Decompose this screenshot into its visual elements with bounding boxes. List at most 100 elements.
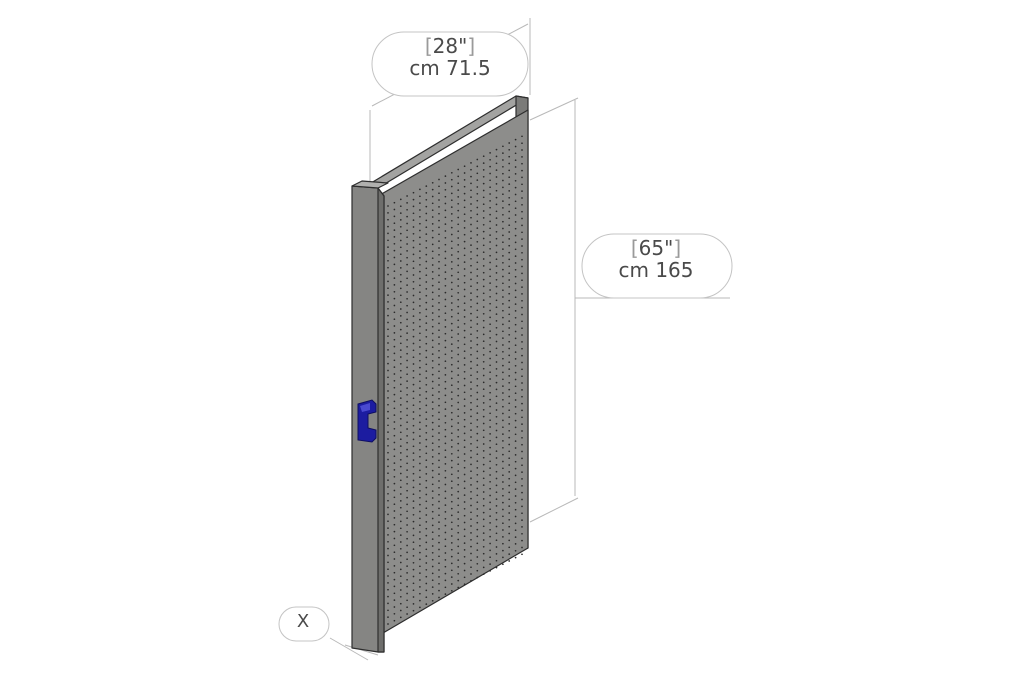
pegboard-hole bbox=[457, 237, 460, 239]
pegboard-hole bbox=[502, 200, 504, 202]
pegboard-hole bbox=[419, 195, 421, 198]
pegboard-hole bbox=[457, 442, 460, 445]
pegboard-hole bbox=[495, 217, 498, 219]
pegboard-hole bbox=[489, 446, 491, 449]
pegboard-holes bbox=[387, 135, 523, 625]
pegboard-hole bbox=[476, 268, 479, 271]
pegboard-hole bbox=[463, 446, 466, 448]
pegboard-hole bbox=[502, 549, 504, 552]
pegboard-hole bbox=[521, 498, 523, 501]
pegboard-hole bbox=[393, 338, 396, 341]
pegboard-hole bbox=[412, 445, 415, 448]
pegboard-hole bbox=[450, 199, 453, 202]
pegboard-hole bbox=[508, 333, 511, 336]
pegboard-hole bbox=[425, 281, 428, 283]
pegboard-hole bbox=[438, 336, 440, 338]
pegboard-hole bbox=[406, 572, 408, 574]
pegboard-hole bbox=[482, 559, 485, 562]
pegboard-hole bbox=[508, 471, 511, 473]
pegboard-hole bbox=[476, 419, 479, 421]
pegboard-hole bbox=[438, 288, 440, 290]
pegboard-hole bbox=[438, 295, 440, 297]
pegboard-hole bbox=[438, 212, 440, 215]
pegboard-hole bbox=[419, 606, 421, 609]
pegboard-hole bbox=[463, 370, 466, 373]
pegboard-hole bbox=[502, 467, 504, 470]
pegboard-hole bbox=[502, 508, 504, 511]
pegboard-hole bbox=[393, 263, 396, 266]
pegboard-hole bbox=[489, 570, 491, 572]
pegboard-hole bbox=[502, 172, 504, 175]
pegboard-hole bbox=[406, 496, 408, 499]
pegboard-hole bbox=[412, 253, 415, 256]
pegboard-hole bbox=[438, 370, 440, 373]
pegboard-hole bbox=[482, 463, 485, 466]
pegboard-hole bbox=[431, 250, 434, 253]
pegboard-hole bbox=[387, 547, 389, 550]
pegboard-hole bbox=[399, 479, 402, 482]
pegboard-hole bbox=[393, 400, 396, 403]
pegboard-hole bbox=[508, 272, 511, 275]
pegboard-hole bbox=[425, 329, 428, 331]
pegboard-hole bbox=[431, 305, 434, 307]
pegboard-hole bbox=[406, 537, 408, 540]
pegboard-hole bbox=[399, 321, 402, 324]
pegboard-hole bbox=[495, 498, 498, 500]
pegboard-hole bbox=[457, 319, 460, 322]
pegboard-hole bbox=[457, 572, 460, 575]
pegboard-hole bbox=[521, 443, 523, 446]
pegboard-hole bbox=[387, 595, 389, 598]
pegboard-hole bbox=[508, 368, 511, 370]
pegboard-hole bbox=[444, 435, 447, 438]
pegboard-hole bbox=[412, 239, 415, 242]
pegboard-hole bbox=[521, 505, 523, 508]
pegboard-hole bbox=[438, 589, 440, 592]
pegboard-hole bbox=[489, 152, 491, 154]
pegboard-hole bbox=[412, 226, 415, 228]
pegboard-hole bbox=[425, 596, 428, 599]
pegboard-hole bbox=[521, 334, 523, 336]
pegboard-hole bbox=[431, 401, 434, 403]
pegboard-hole bbox=[482, 422, 485, 425]
pegboard-hole bbox=[508, 176, 511, 179]
pegboard-hole bbox=[412, 376, 415, 379]
pegboard-hole bbox=[387, 232, 389, 235]
pegboard-hole bbox=[482, 443, 485, 445]
pegboard-hole bbox=[412, 609, 415, 612]
pegboard-hole bbox=[508, 155, 511, 158]
pegboard-hole bbox=[425, 363, 428, 366]
pegboard-hole bbox=[412, 541, 415, 544]
pegboard-hole bbox=[463, 227, 466, 229]
pegboard-hole bbox=[450, 329, 453, 332]
pegboard-hole bbox=[387, 301, 389, 303]
pegboard-hole bbox=[387, 362, 389, 365]
pegboard-hole bbox=[438, 562, 440, 565]
pegboard-hole bbox=[387, 259, 389, 262]
pegboard-hole bbox=[495, 258, 498, 261]
pegboard-hole bbox=[393, 359, 396, 362]
pegboard-hole bbox=[444, 209, 447, 212]
pegboard-hole bbox=[450, 432, 453, 435]
pegboard-hole bbox=[457, 209, 460, 212]
pegboard-hole bbox=[482, 230, 485, 233]
pegboard-hole bbox=[393, 249, 396, 252]
pegboard-hole bbox=[482, 436, 485, 439]
pegboard-hole bbox=[489, 302, 491, 305]
pegboard-hole bbox=[463, 261, 466, 263]
pegboard-hole bbox=[393, 304, 396, 307]
pegboard-hole bbox=[412, 363, 415, 365]
pegboard-hole bbox=[470, 182, 472, 185]
pegboard-hole bbox=[476, 179, 479, 181]
pegboard-hole bbox=[387, 287, 389, 290]
pegboard-hole bbox=[495, 532, 498, 535]
pegboard-hole bbox=[425, 294, 428, 297]
pegboard-hole bbox=[387, 239, 389, 242]
pegboard-hole bbox=[508, 292, 511, 295]
pegboard-hole bbox=[412, 603, 415, 605]
pegboard-hole bbox=[387, 506, 389, 509]
pegboard-hole bbox=[502, 344, 504, 346]
pegboard-hole bbox=[399, 267, 402, 269]
pegboard-hole bbox=[393, 448, 396, 451]
pegboard-hole bbox=[387, 602, 389, 605]
pegboard-hole bbox=[482, 477, 485, 480]
